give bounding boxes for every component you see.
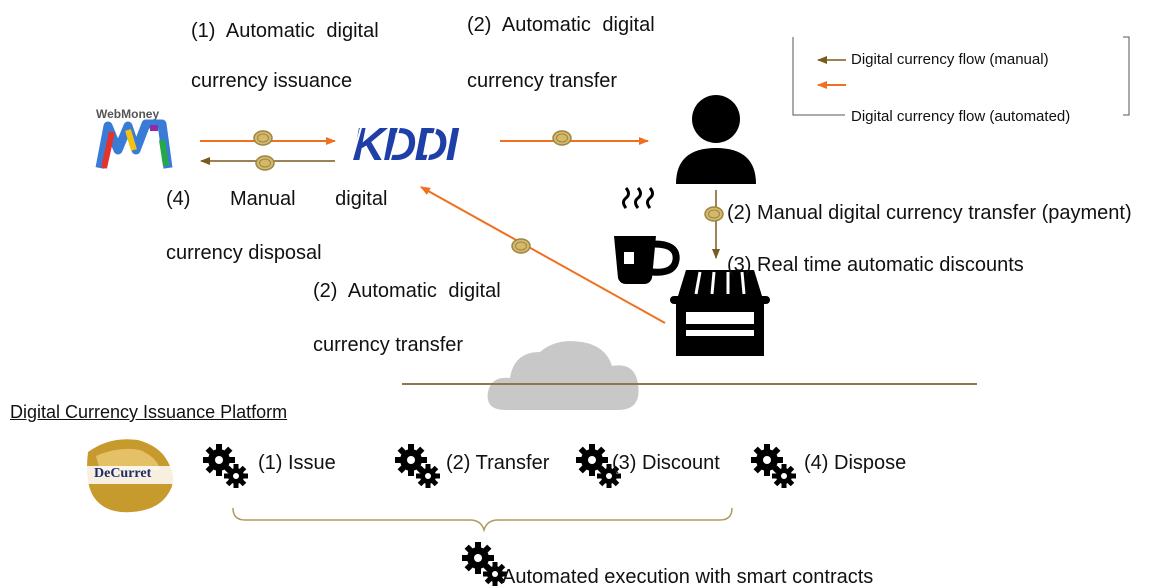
coin-icon xyxy=(552,130,572,146)
kddi-logo: KDDI xyxy=(351,118,462,170)
kddi-logo-text: KDDI xyxy=(352,118,460,170)
webmoney-logo-text: WebMoney xyxy=(96,107,159,121)
transfer-bottom-label-line1: (2) Automatic digital xyxy=(313,280,501,302)
disposal-label-line1: (4) Manual digital xyxy=(166,188,388,210)
gear-icon xyxy=(203,444,248,488)
legend-manual-label: Digital currency flow (manual) xyxy=(851,51,1049,68)
gear-icon xyxy=(395,444,440,488)
discounts-label: (3) Real time automatic discounts xyxy=(727,254,1024,276)
disposal-label-line2: currency disposal xyxy=(166,242,322,264)
coin-icon xyxy=(253,130,273,146)
legend-box xyxy=(792,36,1130,116)
transfer-bottom-label-line2: currency transfer xyxy=(313,334,464,356)
coin-icon xyxy=(704,206,724,222)
transfer-to-kddi-arrow xyxy=(420,186,666,324)
step-discount: (3) Discount xyxy=(612,452,720,474)
legend-automated-label: Digital currency flow (automated) xyxy=(851,108,1071,125)
decurret-logo xyxy=(86,439,180,513)
payment-label: (2) Manual digital currency transfer (pa… xyxy=(727,202,1132,224)
step-issue: (1) Issue xyxy=(258,452,336,474)
steps-brace xyxy=(232,507,733,533)
transfer-top-label-line1: (2) Automatic digital xyxy=(467,14,655,36)
shop-icon xyxy=(670,270,770,356)
person-icon xyxy=(676,95,756,184)
transfer-top-label-line2: currency transfer xyxy=(467,70,618,92)
cloud-icon xyxy=(487,341,639,410)
coin-icon xyxy=(255,155,275,171)
issuance-label-line2: currency issuance xyxy=(191,70,353,92)
coin-icon xyxy=(511,238,531,254)
step-transfer: (2) Transfer xyxy=(446,452,550,474)
decurret-logo-text: DeCurret xyxy=(94,466,152,481)
issuance-label-line1: (1) Automatic digital xyxy=(191,20,379,42)
gear-icon xyxy=(462,542,507,586)
webmoney-logo: WebMoney xyxy=(95,107,173,169)
platform-title: Digital Currency Issuance Platform xyxy=(10,402,288,422)
gear-icon xyxy=(751,444,796,488)
smart-contracts-label: Automated execution with smart contracts xyxy=(502,566,874,588)
coffee-cup-icon xyxy=(614,187,680,284)
step-dispose: (4) Dispose xyxy=(804,452,907,474)
